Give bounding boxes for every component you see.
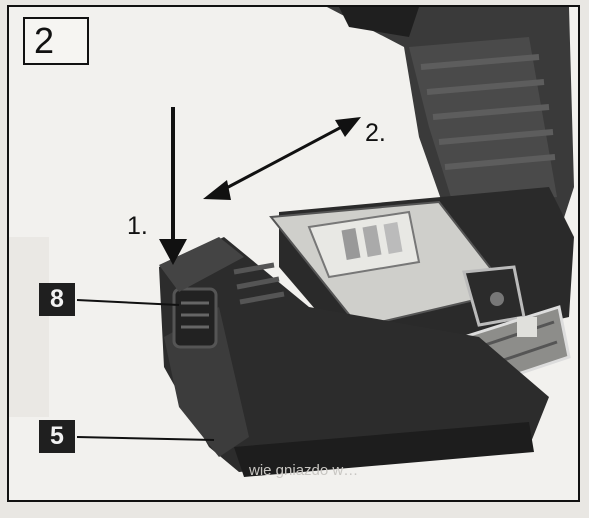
drill-handle (327, 7, 574, 227)
figure-number: 2 (23, 17, 89, 65)
battery-pack (159, 237, 549, 477)
callout-5: 5 (39, 420, 75, 453)
leader-line-8 (76, 299, 180, 306)
drill-battery-illustration (9, 7, 578, 500)
drill-base (269, 187, 574, 337)
bleed-text: wie gniazdo w… (249, 462, 359, 479)
step-2-label: 2. (365, 119, 386, 147)
down-arrow-icon (159, 107, 187, 265)
leader-line-5 (76, 436, 215, 441)
callout-8: 8 (39, 283, 75, 316)
double-arrow-icon (203, 117, 361, 200)
step-1-label: 1. (127, 212, 148, 240)
figure-frame: 2 1. 2. 8 5 wie gniazdo w… (7, 5, 580, 502)
